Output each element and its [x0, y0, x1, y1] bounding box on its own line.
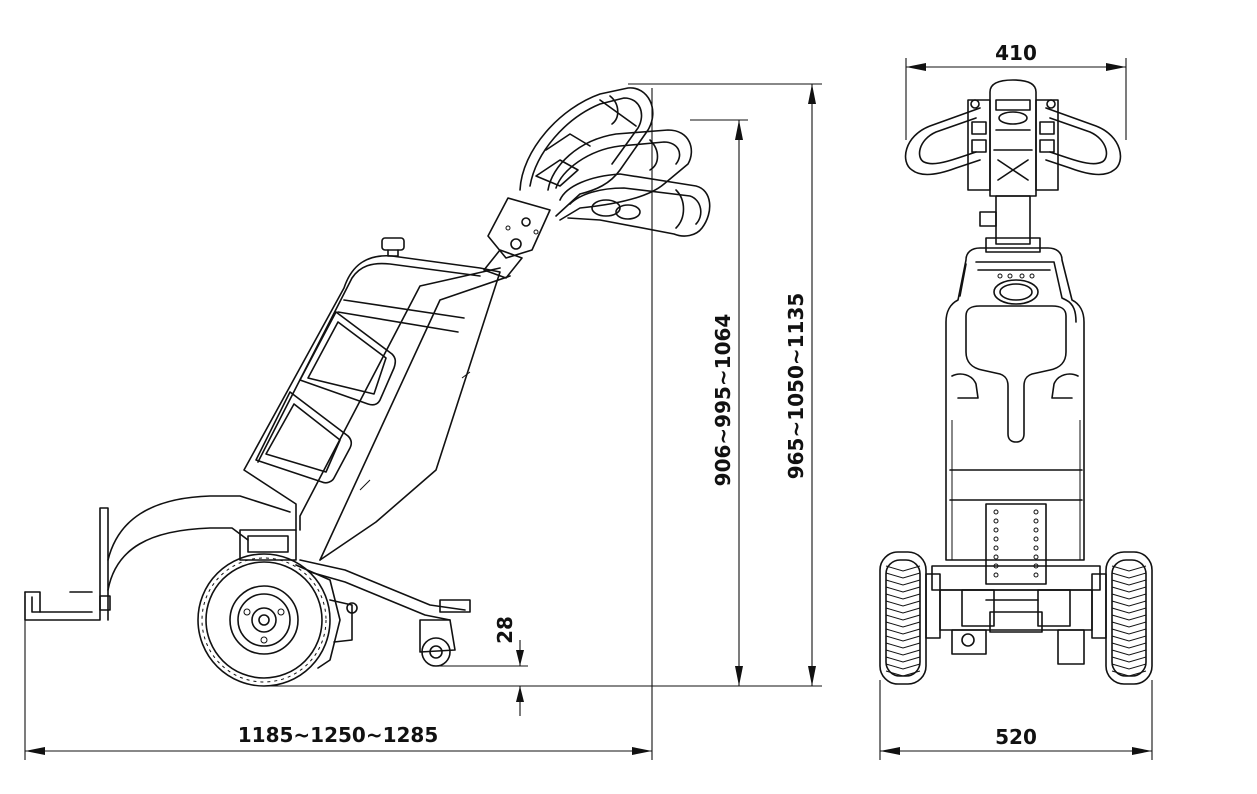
front-handle-bar [904, 79, 1122, 197]
dim-label-handle-width: 410 [995, 41, 1037, 65]
tread-line [885, 663, 921, 670]
tread-line [1111, 607, 1147, 614]
dim-label-overall-length: 1185~1250~1285 [238, 723, 439, 747]
dim-label-handle-height-low: 906~995~1064 [711, 314, 735, 487]
chassis-hole [1033, 527, 1039, 533]
tread-line [885, 670, 921, 677]
tread-line [1111, 635, 1147, 642]
tread-line [885, 565, 921, 572]
motor-housing [239, 529, 358, 669]
tiller-body [243, 254, 511, 561]
chassis-holes [993, 509, 1039, 578]
front-wheel-left [879, 551, 941, 685]
tread-line [885, 579, 921, 586]
tread-line [1111, 565, 1147, 572]
chassis-hole [993, 509, 999, 515]
tread-line [1111, 572, 1147, 579]
tread-line [885, 642, 921, 649]
tread-line [885, 572, 921, 579]
tread-line [1111, 621, 1147, 628]
chassis-hole [1033, 545, 1039, 551]
front-chassis [931, 503, 1101, 665]
front-wheel-right [1091, 551, 1153, 685]
tread-line [1111, 600, 1147, 607]
dim-side-handle-height-high: 965~1050~1135 [628, 83, 822, 686]
tread-line [885, 621, 921, 628]
tread-line [1111, 593, 1147, 600]
dim-side-overall-length: 1185~1250~1285 [24, 88, 653, 760]
front-view [879, 79, 1153, 685]
front-body [945, 247, 1085, 561]
dim-side-handle-height-low: 906~995~1064 [690, 119, 748, 686]
tread-line [1111, 579, 1147, 586]
caster-wheel [419, 619, 456, 667]
tread-line [1111, 656, 1147, 663]
tread-line [1111, 649, 1147, 656]
tread-line [1111, 586, 1147, 593]
chassis-hole [1033, 572, 1039, 578]
drive-wheel [197, 553, 331, 687]
chassis-arm [299, 559, 471, 621]
chassis-hole [993, 527, 999, 533]
tread-line [885, 656, 921, 663]
tread-line [885, 593, 921, 600]
dim-front-handle-width: 410 [905, 41, 1127, 140]
tread-line [885, 635, 921, 642]
tread-line [885, 586, 921, 593]
tread-line [885, 649, 921, 656]
chassis-hole [993, 554, 999, 560]
chassis-hole [1033, 509, 1039, 515]
dim-caster-clearance: 28 [436, 616, 528, 716]
chassis-hole [993, 518, 999, 524]
dim-label-overall-width: 520 [995, 725, 1037, 749]
tread-line [885, 628, 921, 635]
chassis-hole [1033, 536, 1039, 542]
dim-label-caster-clearance: 28 [493, 616, 517, 644]
tiller-neck [483, 197, 551, 279]
rear-hitch-hook [24, 495, 291, 621]
front-neck [979, 195, 1041, 253]
chassis-hole [993, 545, 999, 551]
tread-line [1111, 663, 1147, 670]
chassis-hole [993, 572, 999, 578]
chassis-hole [993, 536, 999, 542]
dim-label-handle-height-high: 965~1050~1135 [784, 293, 808, 480]
side-view [24, 87, 711, 687]
tread-line [885, 600, 921, 607]
tread-line [1111, 614, 1147, 621]
tread-line [885, 614, 921, 621]
tread-line [1111, 670, 1147, 677]
chassis-hole [1033, 554, 1039, 560]
handle-head [519, 87, 711, 237]
tread-line [1111, 642, 1147, 649]
top-knob [381, 237, 405, 257]
tread-line [1111, 628, 1147, 635]
tread-line [885, 607, 921, 614]
chassis-hole [1033, 518, 1039, 524]
dim-front-overall-width: 520 [879, 680, 1153, 760]
